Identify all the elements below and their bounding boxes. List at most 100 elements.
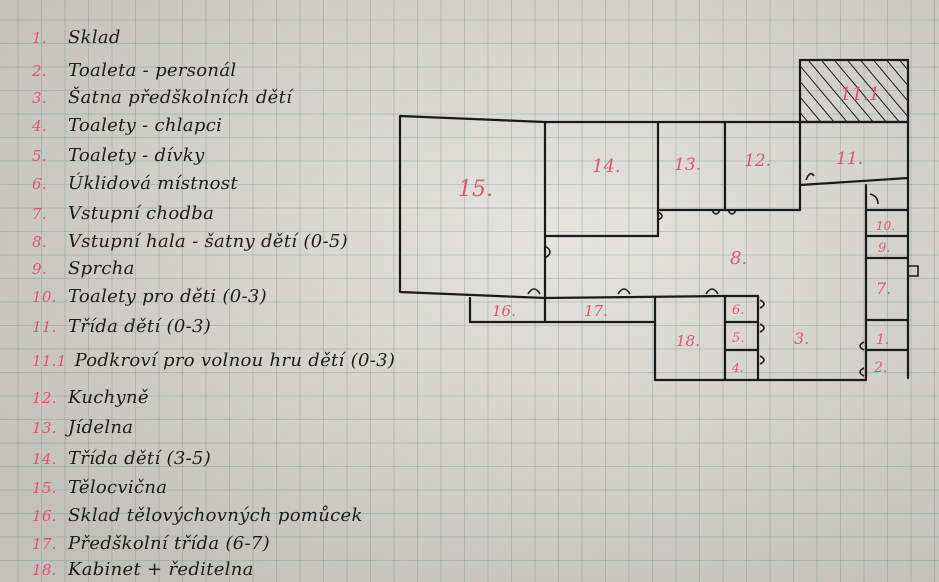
room-label-13: 13. bbox=[674, 155, 701, 175]
plan-doors bbox=[527, 172, 919, 377]
legend-label: Vstupní chodba bbox=[68, 203, 215, 224]
wall-right-column bbox=[864, 176, 910, 380]
legend-item: 9. Sprcha bbox=[32, 257, 135, 281]
door bbox=[727, 209, 737, 215]
legend-number: 18. bbox=[32, 561, 57, 579]
legend-item: 12. Kuchyně bbox=[32, 386, 149, 410]
room-label-4: 4. bbox=[731, 361, 743, 375]
wall-top-row bbox=[543, 120, 802, 238]
legend-item: 1. Sklad bbox=[32, 26, 121, 50]
legend-label: Sprcha bbox=[68, 258, 135, 279]
legend-label: Sklad tělovýchovných pomůcek bbox=[68, 505, 363, 526]
legend-label: Vstupní hala - šatny dětí (0-5) bbox=[68, 231, 348, 252]
door bbox=[805, 172, 815, 181]
room-label-3: 3. bbox=[794, 329, 809, 348]
legend-item: 11.1 Podkroví pro volnou hru dětí (0-3) bbox=[32, 349, 395, 373]
legend-item: 14. Třída dětí (3-5) bbox=[32, 447, 211, 471]
legend-item: 17. Předškolní třída (6-7) bbox=[32, 532, 270, 556]
room-label-2: 2. bbox=[873, 360, 887, 376]
legend-label: Třída dětí (3-5) bbox=[68, 448, 212, 469]
legend-item: 5. Toalety - dívky bbox=[32, 144, 205, 168]
room-label-16: 16. bbox=[492, 302, 516, 320]
legend-number: 11.1 bbox=[32, 352, 67, 370]
room-label-8: 8. bbox=[730, 248, 747, 269]
legend-label: Kuchyně bbox=[68, 387, 149, 408]
legend-number: 3. bbox=[32, 89, 47, 107]
legend-number: 8. bbox=[32, 233, 47, 251]
legend-number: 17. bbox=[32, 535, 57, 553]
room-label-15: 15. bbox=[458, 177, 493, 202]
room-label-12: 12. bbox=[744, 151, 771, 171]
legend-number: 16. bbox=[32, 507, 57, 525]
door bbox=[859, 367, 865, 377]
legend-label: Sklad bbox=[68, 27, 121, 48]
door bbox=[711, 209, 721, 215]
room-label-14: 14. bbox=[592, 156, 621, 177]
door bbox=[908, 265, 919, 277]
legend-number: 11. bbox=[32, 318, 57, 336]
legend-label: Třída dětí (0-3) bbox=[68, 316, 212, 337]
legend-item: 16. Sklad tělovýchovných pomůcek bbox=[32, 504, 363, 528]
room-label-1: 1. bbox=[876, 332, 889, 348]
legend-item: 2. Toaleta - personál bbox=[32, 59, 236, 83]
legend-number: 4. bbox=[32, 117, 47, 135]
room-label-7: 7. bbox=[876, 279, 891, 298]
room-label-17: 17. bbox=[584, 302, 608, 320]
door bbox=[759, 299, 765, 309]
room-label-6: 6. bbox=[732, 303, 744, 318]
door bbox=[527, 288, 541, 295]
legend-number: 7. bbox=[32, 205, 47, 223]
room-label-11-1: 11.1 bbox=[840, 84, 880, 105]
legend-item: 8. Vstupní hala - šatny dětí (0-5) bbox=[32, 230, 348, 254]
wall-16-17 bbox=[468, 296, 657, 324]
room-label-5: 5. bbox=[732, 331, 744, 346]
room-label-18: 18. bbox=[676, 332, 700, 350]
legend-label: Toalety pro děti (0-3) bbox=[68, 286, 267, 307]
legend-number: 10. bbox=[32, 288, 57, 306]
door bbox=[759, 355, 765, 365]
room-label-9: 9. bbox=[878, 241, 890, 256]
legend-label: Podkroví pro volnou hru dětí (0-3) bbox=[74, 350, 396, 371]
door bbox=[705, 288, 719, 295]
room-label-11: 11. bbox=[836, 149, 863, 169]
legend-number: 2. bbox=[32, 62, 47, 80]
room-label-10: 10. bbox=[876, 219, 895, 233]
legend-item: 7. Vstupní chodba bbox=[32, 202, 214, 226]
wall-gym bbox=[398, 114, 547, 300]
room-labels: 15. 14. 13. 12. 11. 11.1 10. 9. 8. 7. 16… bbox=[458, 84, 895, 376]
legend-number: 15. bbox=[32, 479, 57, 497]
room-11-1-hatched bbox=[798, 58, 910, 124]
door bbox=[544, 245, 551, 259]
legend-label: Tělocvična bbox=[68, 477, 168, 498]
room-legend: 1. Sklad 2. Toaleta - personál 3. Šatna pře… bbox=[32, 26, 395, 582]
legend-item: 4. Toalety - chlapci bbox=[32, 114, 222, 138]
legend-label: Šatna předškolních dětí bbox=[68, 87, 293, 108]
legend-label: Předškolní třída (6-7) bbox=[68, 533, 270, 554]
legend-item: 11. Třída dětí (0-3) bbox=[32, 315, 211, 339]
legend-item: 6. Úklidová místnost bbox=[32, 172, 238, 196]
door bbox=[859, 341, 865, 351]
legend-item: 18.Kabinet + ředitelna bbox=[32, 558, 254, 582]
wall-toilets bbox=[723, 294, 868, 382]
legend-item: 15. Tělocvična bbox=[32, 476, 167, 500]
door bbox=[759, 323, 765, 333]
wall-classroom-11 bbox=[798, 120, 910, 187]
legend-label: Jídelna bbox=[68, 417, 134, 438]
legend-number: 6. bbox=[32, 175, 47, 193]
legend-label: Úklidová místnost bbox=[68, 173, 238, 194]
legend-label: Toalety - chlapci bbox=[68, 115, 223, 136]
legend-number: 5. bbox=[32, 147, 47, 165]
legend-number: 1. bbox=[32, 29, 47, 47]
wall-room-18 bbox=[653, 294, 727, 382]
legend-label: Toaleta - personál bbox=[68, 60, 237, 81]
door bbox=[617, 288, 631, 295]
door bbox=[869, 193, 879, 205]
legend-number: 13. bbox=[32, 419, 57, 437]
legend-number: 9. bbox=[32, 260, 47, 278]
legend-label: Toalety - dívky bbox=[68, 145, 205, 166]
legend-item: 13. Jídelna bbox=[32, 416, 133, 440]
legend-number: 12. bbox=[32, 389, 57, 407]
legend-number: 14. bbox=[32, 450, 57, 468]
